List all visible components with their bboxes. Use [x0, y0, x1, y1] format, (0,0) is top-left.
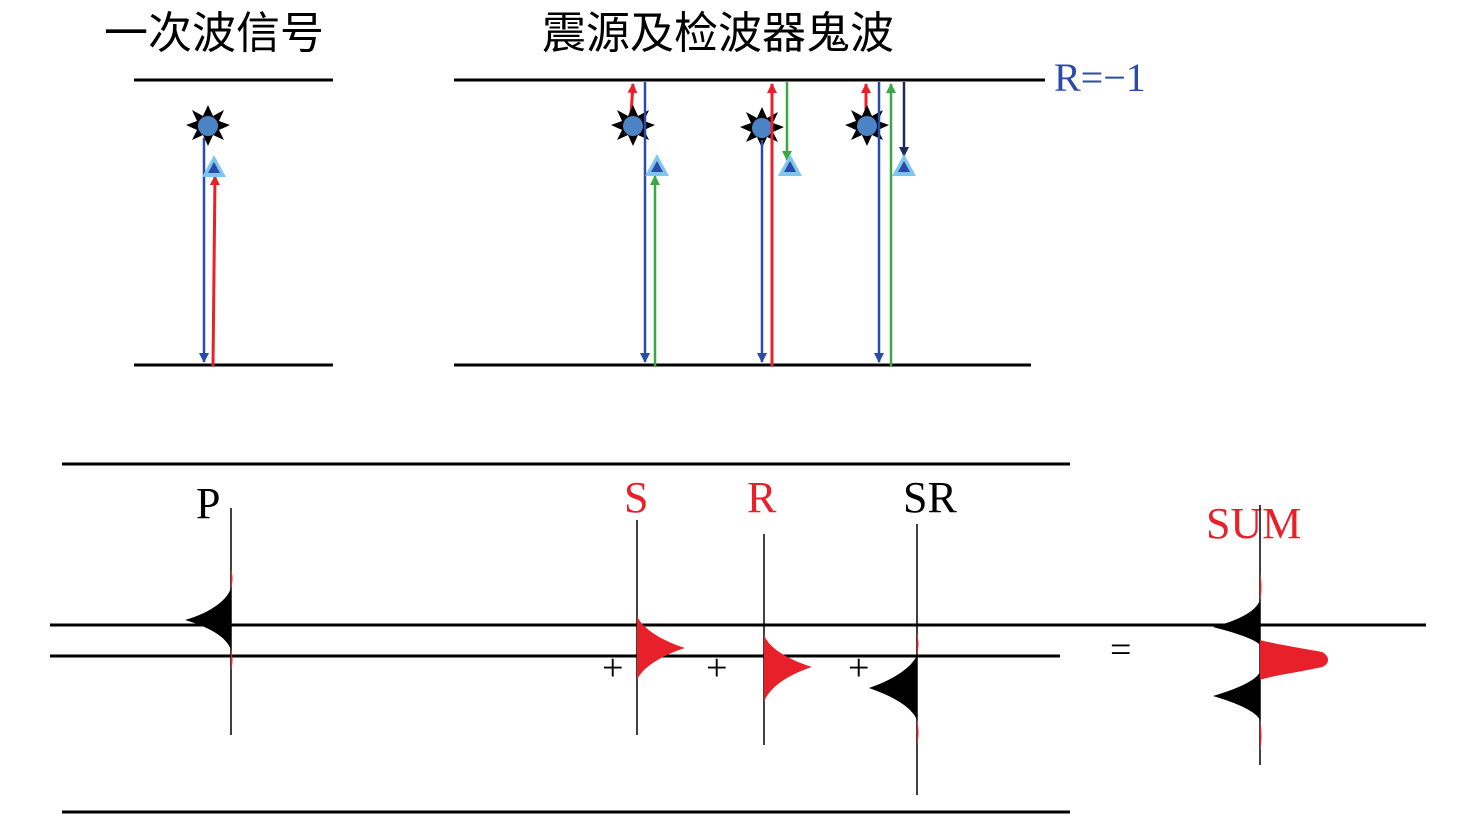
trace-p-sidelobe-bottom: [231, 650, 233, 670]
trace-sr-sidelobe-top: [917, 634, 919, 655]
receiver-icon: [892, 154, 916, 176]
receiver-icon: [645, 154, 669, 176]
receiver-ghost-group: [740, 82, 802, 366]
trace-r-label: R: [747, 473, 777, 522]
trace-p: P: [185, 479, 233, 735]
source-icon: [845, 105, 889, 146]
trace-s: S +: [602, 473, 685, 735]
reflection-coefficient-label: R=−1: [1054, 55, 1146, 100]
trace-s-label: S: [624, 473, 648, 522]
source-receiver-ghost-group: [845, 82, 916, 366]
trace-sr-label: SR: [903, 473, 957, 522]
trace-sum-wavelet-middle: [1260, 640, 1328, 680]
trace-sum-wavelet-bottom: [1213, 672, 1260, 720]
plus-sign-3: +: [848, 647, 869, 689]
receiver-icon: [778, 154, 802, 176]
primary-title: 一次波信号: [104, 8, 324, 59]
primary-up-arrow: [209, 175, 220, 367]
trace-p-wavelet: [185, 588, 231, 650]
trace-sum-sidelobe-top: [1260, 574, 1262, 600]
trace-sum: SUM: [1206, 499, 1328, 765]
trace-sum-sidelobe-bottom: [1260, 720, 1262, 750]
ghost-title: 震源及检波器鬼波: [542, 8, 894, 59]
trace-p-sidelobe-top: [231, 570, 233, 588]
trace-r: R +: [706, 473, 812, 745]
equals-sign: =: [1110, 629, 1131, 671]
source-icon: [186, 105, 230, 146]
source-icon: [611, 105, 655, 146]
plus-sign-1: +: [602, 647, 623, 689]
trace-sum-label: SUM: [1206, 499, 1301, 548]
trace-sr-sidelobe-bottom: [917, 720, 919, 744]
trace-sr: SR +: [848, 473, 957, 795]
plus-sign-2: +: [706, 647, 727, 689]
trace-sum-wavelet-top: [1213, 600, 1260, 645]
source-ghost-group: [611, 82, 669, 366]
trace-sr-wavelet: [869, 655, 917, 720]
trace-p-label: P: [196, 479, 220, 528]
receiver-icon: [202, 155, 226, 177]
trace-s-wavelet: [637, 616, 685, 680]
trace-r-wavelet: [764, 635, 812, 702]
